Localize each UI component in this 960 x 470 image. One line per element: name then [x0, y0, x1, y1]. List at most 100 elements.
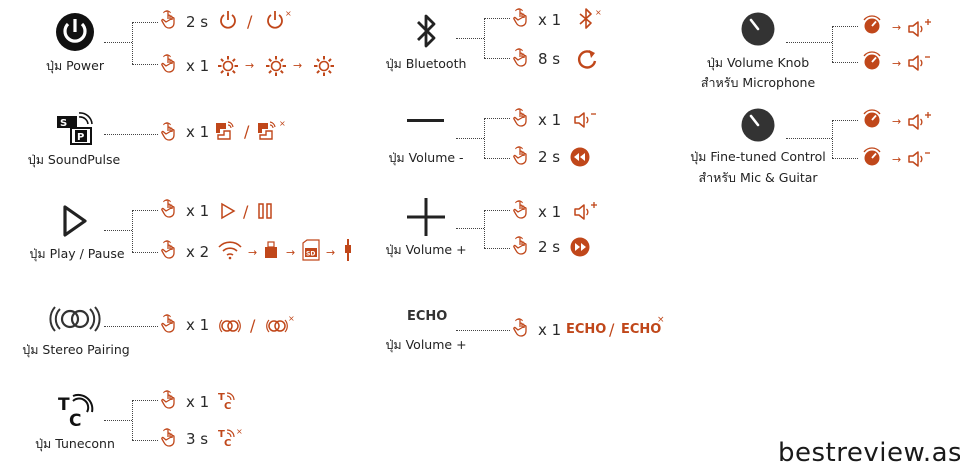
volminus-action1-count: x 1: [538, 111, 562, 129]
hand-icon: [161, 10, 175, 29]
volume-down-icon: [908, 55, 930, 71]
reset-icon: [578, 50, 597, 69]
hand-icon: [513, 48, 527, 67]
volminus-action2-count: 2 s: [538, 148, 561, 166]
playpause-action2-count: x 2: [186, 243, 210, 261]
volume-up-icon: [908, 112, 931, 130]
volume-up-icon: [574, 202, 597, 220]
stereo-action1-count: x 1: [186, 316, 210, 334]
gear-icon: [313, 55, 335, 77]
hand-icon: [513, 8, 527, 27]
knob-turn-down-icon: [863, 147, 881, 167]
echo-action1-count: x 1: [538, 321, 562, 339]
echo-icon: ECHO: [407, 309, 448, 324]
bluetooth-icon: [417, 14, 436, 48]
stereo-on-icon: [218, 319, 242, 333]
svg-text:C: C: [69, 411, 81, 431]
hand-icon: [161, 122, 175, 141]
pause-small-icon: [258, 203, 272, 219]
separator: /: [247, 12, 253, 31]
tuneconn-action1-count: x 1: [186, 393, 210, 411]
hand-icon: [161, 314, 175, 333]
playpause-action1-count: x 1: [186, 202, 210, 220]
power-on-icon: [220, 10, 236, 29]
playpause-label: ปุ่ม Play / Pause: [29, 246, 125, 261]
power-off-icon: ×: [267, 9, 292, 29]
svg-text:T: T: [58, 395, 70, 415]
fine-tuned-knob-icon: [741, 108, 775, 142]
tuneconn-icon: T C: [58, 393, 94, 431]
volume-down-icon: [574, 112, 596, 128]
svg-text:SD: SD: [306, 251, 315, 258]
power-action1-count: 2 s: [186, 13, 209, 31]
gear-icon: [265, 55, 287, 77]
echo-on-text: ECHO: [566, 322, 607, 337]
stereo-label: ปุ่ม Stereo Pairing: [22, 342, 130, 357]
separator: /: [609, 320, 615, 339]
next-track-icon: [570, 237, 590, 257]
volplus-label: ปุ่ม Volume +: [385, 242, 467, 257]
soundpulse-off-icon: ×: [257, 119, 286, 140]
hand-icon: [513, 318, 527, 337]
tuneconn-action2-count: 3 s: [186, 430, 209, 448]
hand-icon: [513, 236, 527, 255]
echo-label: ปุ่ม Volume +: [385, 337, 467, 352]
power-icon: [56, 13, 94, 51]
play-small-icon: [221, 202, 236, 220]
volplus-action2-count: 2 s: [538, 238, 561, 256]
finetuned-label-1: ปุ่ม Fine-tuned Control: [690, 149, 826, 164]
soundpulse-on-icon: [215, 121, 234, 140]
bluetooth-action2-count: 8 s: [538, 50, 561, 68]
hand-icon: [161, 390, 175, 409]
usb-icon: [265, 241, 277, 258]
stereo-off-icon: ×: [265, 314, 295, 333]
bluetooth-action1-count: x 1: [538, 11, 562, 29]
power-action2-count: x 1: [186, 57, 210, 75]
soundpulse-icon: S P: [57, 112, 93, 145]
brand-watermark: bestreview.asia: [778, 438, 960, 468]
svg-text:P: P: [77, 132, 84, 143]
hand-icon: [513, 146, 527, 165]
power-label: ปุ่ม Power: [46, 58, 104, 73]
knob-label-1: ปุ่ม Volume Knob: [706, 55, 810, 70]
volume-up-icon: [908, 19, 931, 37]
play-icon: [63, 205, 87, 237]
tuneconn-small-icon: [217, 391, 235, 413]
gear-icon: [217, 55, 239, 77]
finetuned-label-2: สำหรับ Mic & Guitar: [698, 170, 818, 185]
svg-text:×: ×: [236, 427, 243, 436]
volume-knob-icon: [741, 12, 775, 46]
knob-turn-down-icon: [863, 51, 881, 71]
volplus-action1-count: x 1: [538, 203, 562, 221]
soundpulse-action1-count: x 1: [186, 123, 210, 141]
hand-icon: [161, 428, 175, 447]
minus-icon: [407, 119, 444, 122]
bluetooth-off-icon: ×: [579, 8, 602, 29]
echo-off-text: ECHO: [621, 322, 662, 337]
hand-icon: [161, 240, 175, 259]
aux-jack-icon: [345, 239, 351, 261]
hand-icon: [513, 200, 527, 219]
stereo-pairing-icon: [49, 306, 101, 332]
svg-text:S: S: [60, 118, 67, 129]
bluetooth-label: ปุ่ม Bluetooth: [385, 56, 467, 71]
hand-icon: [513, 108, 527, 127]
knob-turn-up-icon: [863, 109, 881, 129]
soundpulse-label: ปุ่ม SoundPulse: [27, 152, 121, 167]
hand-icon: [161, 199, 175, 218]
volminus-label: ปุ่ม Volume -: [388, 150, 464, 165]
volume-down-icon: [908, 151, 930, 167]
previous-track-icon: [570, 147, 590, 167]
plus-icon: [407, 198, 445, 236]
knob-turn-up-icon: [863, 15, 881, 35]
svg-text:×: ×: [288, 314, 295, 323]
svg-text:×: ×: [595, 8, 602, 17]
knob-label-2: สำหรับ Microphone: [700, 75, 816, 90]
svg-text:×: ×: [285, 9, 292, 18]
tuneconn-off-icon: ×: [217, 427, 243, 450]
tuneconn-label: ปุ่ม Tuneconn: [35, 436, 115, 451]
hand-icon: [161, 54, 175, 73]
sd-card-icon: SD: [302, 239, 320, 261]
svg-text:×: ×: [279, 119, 286, 128]
wifi-icon: [218, 241, 242, 260]
